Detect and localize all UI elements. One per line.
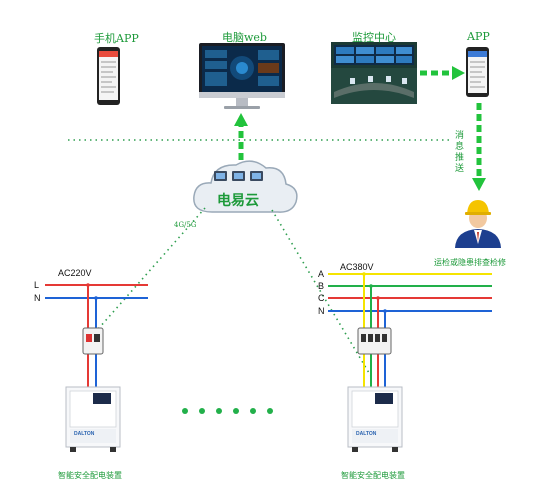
- right-brand-label: DALTON: [356, 431, 377, 437]
- app-label: APP: [467, 30, 490, 43]
- right-voltage-label: AC380V: [340, 262, 374, 272]
- left-distribution-cabinet: [65, 386, 121, 452]
- push-label: 消 息 推 送: [455, 131, 465, 175]
- pc-web-label: 电脑web: [222, 31, 267, 44]
- left-brand-label: DALTON: [74, 431, 95, 437]
- push-char: 推: [455, 153, 465, 163]
- center-to-app-arrow: [420, 66, 465, 80]
- maintenance-worker-icon: [455, 200, 501, 248]
- cloud-to-pc-arrow: [234, 113, 248, 160]
- right-line-a: A: [318, 269, 325, 279]
- network-link-label: 4G/5G: [174, 221, 197, 229]
- left-device-name: 智能安全配电装置: [58, 471, 122, 480]
- left-line-n: N: [34, 293, 41, 303]
- monitoring-center-image: [331, 42, 417, 104]
- right-line-b: B: [318, 281, 325, 291]
- right-line-c: C: [318, 293, 325, 303]
- push-char: 送: [455, 164, 465, 174]
- cloud-icon: [193, 160, 298, 213]
- mobile-phone-icon: [97, 47, 120, 105]
- right-line-n: N: [318, 306, 325, 316]
- cloud-name: 电易云: [217, 193, 259, 209]
- pc-monitor-icon: [199, 43, 285, 109]
- left-line-l: L: [34, 280, 40, 290]
- right-breaker-icon: [357, 327, 392, 355]
- push-char: 消: [455, 131, 465, 141]
- right-power-lines: [328, 272, 492, 388]
- mobile-app-label: 手机APP: [94, 32, 139, 45]
- more-devices-ellipsis: [182, 408, 273, 414]
- left-breaker-icon: [82, 327, 104, 355]
- right-distribution-cabinet: [347, 386, 403, 452]
- monitor-center-label: 监控中心: [352, 31, 396, 44]
- app-phone-icon: [466, 47, 489, 97]
- maintenance-label: 运检或隐患排查检修: [434, 258, 506, 267]
- right-device-name: 智能安全配电装置: [341, 471, 405, 480]
- left-voltage-label: AC220V: [58, 268, 92, 278]
- app-to-worker-arrow: [472, 103, 486, 191]
- push-char: 息: [455, 142, 465, 152]
